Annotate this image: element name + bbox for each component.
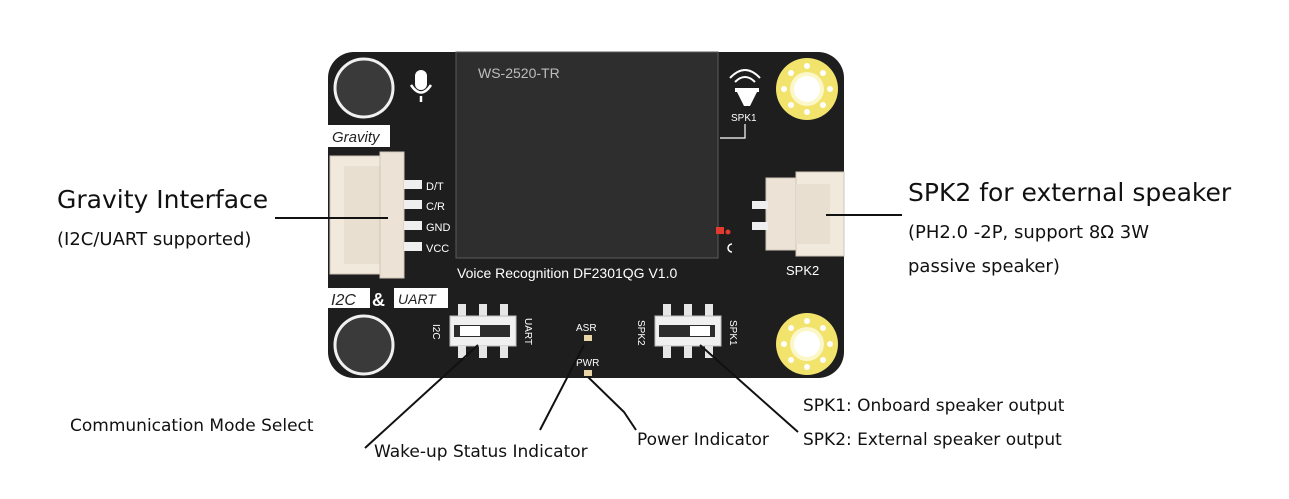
- leader-power: [587, 376, 637, 431]
- gravity-connector[interactable]: [329, 151, 422, 279]
- comm-mode-switch[interactable]: [449, 304, 517, 358]
- spk1-output-callout: SPK1: Onboard speaker output: [803, 396, 1065, 416]
- mount-hole-bottom-left: [333, 314, 395, 376]
- amp-tag: &: [372, 290, 385, 310]
- leader-speaker-select: [699, 344, 799, 433]
- switch-spk2-label: SPK2: [635, 320, 646, 346]
- speaker-icon: [729, 69, 761, 106]
- spk2-board-label: SPK2: [786, 263, 819, 278]
- spk2-external-sub1: (PH2.0 -2P, support 8Ω 3W: [908, 222, 1150, 243]
- mount-pad-top-right: [776, 58, 838, 120]
- spk2-external-title: SPK2 for external speaker: [908, 178, 1232, 207]
- asr-led: [584, 335, 592, 341]
- microphone-icon: [409, 70, 433, 102]
- leader-wakeup: [539, 344, 585, 431]
- gravity-tag: Gravity: [332, 129, 381, 146]
- switch-i2c-label: I2C: [430, 324, 441, 340]
- pin-dt: D/T: [426, 181, 444, 193]
- i2c-tag: I2C: [331, 292, 356, 309]
- speaker-select-switch[interactable]: [654, 304, 722, 358]
- gravity-interface-title: Gravity Interface: [57, 185, 269, 214]
- mount-hole-top-left: [333, 57, 395, 119]
- wakeup-callout: Wake-up Status Indicator: [374, 442, 588, 462]
- power-indicator-callout: Power Indicator: [637, 430, 769, 450]
- switch-uart-label: UART: [522, 318, 533, 345]
- spk2-external-sub2: passive speaker): [908, 256, 1060, 277]
- spk2-connector[interactable]: [752, 171, 845, 257]
- pwr-label: PWR: [576, 358, 599, 369]
- spk1-board-label: SPK1: [731, 113, 757, 124]
- spk2-output-callout: SPK2: External speaker output: [803, 430, 1062, 450]
- switch-spk1-label: SPK1: [727, 320, 738, 346]
- chip-led: [716, 227, 724, 234]
- board-title: Voice Recognition DF2301QG V1.0: [457, 265, 677, 281]
- uart-tag: UART: [398, 291, 437, 307]
- leader-comm: [364, 344, 479, 449]
- asr-label: ASR: [576, 323, 597, 334]
- pin-cr: C/R: [426, 201, 445, 213]
- pin-gnd: GND: [426, 222, 451, 234]
- chip-label: WS-2520-TR: [478, 65, 560, 81]
- voice-chip: [455, 51, 719, 259]
- comm-mode-callout: Communication Mode Select: [70, 416, 314, 436]
- mount-pad-bottom-right: [776, 313, 838, 375]
- pwr-led: [584, 370, 592, 376]
- gravity-interface-subtitle: (I2C/UART supported): [57, 229, 252, 250]
- pin-vcc: VCC: [426, 243, 449, 255]
